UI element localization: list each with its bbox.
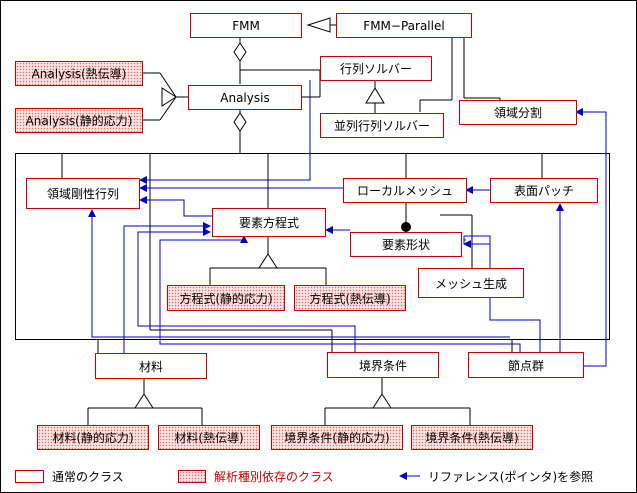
class-analysis-heat: Analysis(熱伝導) [15, 61, 143, 86]
class-material-heat: 材料(熱伝導) [158, 425, 260, 450]
aggregation-diamond-fmm [233, 42, 247, 62]
class-material: 材料 [95, 353, 207, 379]
class-matrix-solver-label: 行列ソルバー [339, 62, 412, 76]
legend-normal-class: 通常のクラス [52, 470, 124, 484]
class-matrix-solver: 行列ソルバー [320, 56, 432, 81]
class-analysis-stress: Analysis(静的応力) [15, 108, 143, 133]
class-material-label: 材料 [138, 359, 163, 374]
inherit-triangle-equation [258, 253, 278, 269]
class-element-shape-label: 要素形状 [381, 238, 430, 252]
class-node-group-label: 節点群 [507, 358, 544, 373]
class-material-stress: 材料(静的応力) [37, 425, 149, 450]
class-parallel-solver-label: 並列行列ソルバー [333, 119, 430, 133]
class-domain-decomposition: 領域分割 [459, 100, 577, 125]
class-stiffness-matrix-label: 領域剛性行列 [46, 187, 119, 201]
class-fmm-parallel-label: FMM−Parallel [363, 18, 445, 33]
class-fmm: FMM [190, 13, 302, 38]
class-bc-stress-label: 境界条件(静的応力) [284, 431, 390, 445]
class-material-heat-label: 材料(熱伝導) [174, 431, 244, 445]
class-mesh-generation: メッシュ生成 [418, 268, 524, 298]
class-fmm-parallel: FMM−Parallel [336, 13, 472, 38]
inherit-triangle-solver [365, 87, 385, 104]
class-surface-patch: 表面パッチ [490, 178, 598, 203]
class-bc-heat-label: 境界条件(熱伝導) [425, 431, 519, 445]
class-local-mesh-label: ローカルメッシュ [356, 184, 453, 198]
legend-dependent-class: 解析種別依存のクラス [214, 470, 334, 484]
class-analysis-stress-label: Analysis(静的応力) [25, 114, 133, 128]
class-parallel-solver: 並列行列ソルバー [320, 113, 444, 138]
class-surface-patch-label: 表面パッチ [513, 184, 574, 198]
class-equation-heat: 方程式(熱伝導) [294, 285, 406, 311]
class-mesh-generation-label: メッシュ生成 [434, 276, 507, 291]
reference-arrows [88, 80, 607, 367]
class-boundary-condition: 境界条件 [327, 352, 439, 378]
inherit-triangle-material [134, 393, 154, 409]
class-equation-heat-label: 方程式(熱伝導) [309, 291, 391, 306]
class-analysis-label: Analysis [220, 90, 270, 105]
class-node-group: 節点群 [468, 352, 584, 378]
composition-dot [401, 222, 411, 232]
inherit-triangle-analysis [161, 87, 177, 107]
class-element-shape: 要素形状 [350, 232, 462, 257]
class-domain-decomposition-label: 領域分割 [493, 106, 542, 120]
class-element-equation: 要素方程式 [212, 208, 326, 237]
class-material-stress-label: 材料(静的応力) [52, 431, 134, 445]
class-analysis-heat-label: Analysis(熱伝導) [31, 67, 127, 81]
class-equation-stress: 方程式(静的応力) [167, 285, 285, 311]
class-local-mesh: ローカルメッシュ [343, 178, 467, 203]
analysis-container [15, 153, 610, 340]
class-stiffness-matrix: 領域剛性行列 [26, 178, 140, 209]
class-equation-stress-label: 方程式(静的応力) [179, 291, 273, 306]
legend-dependent-swatch [178, 470, 206, 483]
class-boundary-condition-label: 境界条件 [358, 358, 407, 373]
legend-reference: リファレンス(ポインタ)を参照 [428, 470, 594, 484]
class-element-equation-label: 要素方程式 [238, 216, 299, 230]
legend-normal-swatch [15, 470, 44, 483]
inherit-triangle-fmm [306, 17, 331, 33]
class-fmm-label: FMM [232, 18, 260, 33]
class-analysis: Analysis [188, 85, 302, 110]
class-bc-stress: 境界条件(静的応力) [271, 425, 403, 450]
class-bc-heat: 境界条件(熱伝導) [411, 425, 533, 450]
inherit-triangle-bc [372, 393, 392, 409]
aggregation-diamond-analysis [233, 112, 247, 132]
